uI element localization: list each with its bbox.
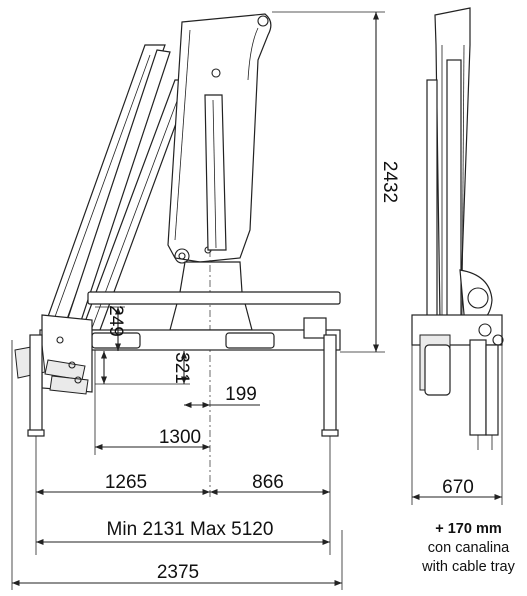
main-boom [167, 13, 272, 264]
right-stabiliser-leg [303, 317, 339, 450]
dimension-labels: 2432 249 321 199 1300 1265 866 Min 2131 … [105, 161, 474, 583]
cable-tray-note: + 170 mm con canalina with cable tray [410, 520, 527, 577]
dim-321: 321 [171, 352, 192, 384]
dim-199: 199 [225, 384, 257, 405]
dim-1300: 1300 [159, 427, 201, 448]
dim-width-total: 2375 [157, 562, 199, 583]
dim-1265: 1265 [105, 472, 147, 493]
note-english: with cable tray [422, 559, 515, 575]
dim-stabiliser-span: Min 2131 Max 5120 [107, 519, 274, 540]
note-extra: + 170 mm [435, 521, 502, 537]
dimension-lines [11, 11, 503, 590]
left-stabiliser-leg [27, 334, 45, 450]
dim-height-total: 2432 [379, 161, 400, 203]
boom-tip-stack [14, 314, 93, 395]
dim-249: 249 [105, 305, 126, 337]
dim-866: 866 [252, 472, 284, 493]
note-italian: con canalina [427, 540, 510, 556]
folded-boom-arms [44, 44, 193, 331]
dim-side-width: 670 [442, 477, 474, 498]
side-view [411, 7, 504, 450]
